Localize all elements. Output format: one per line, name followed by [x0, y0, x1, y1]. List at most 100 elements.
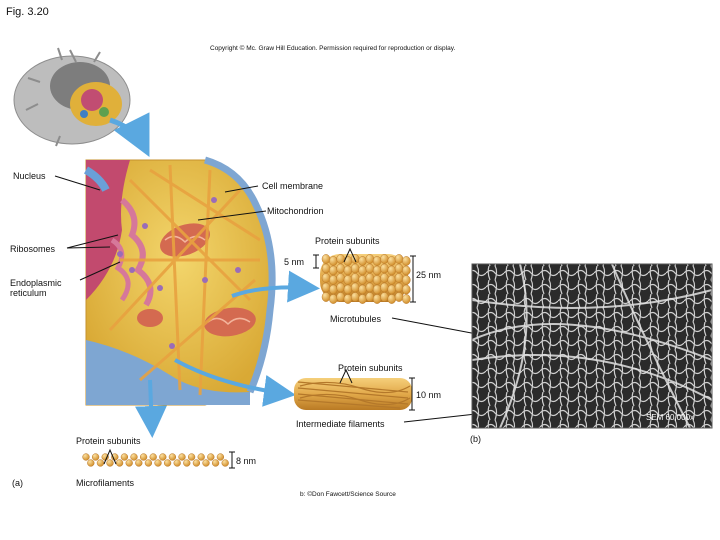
tubulin-subunit: [402, 275, 411, 285]
tubulin-subunit: [380, 282, 389, 293]
actin-subunit: [82, 453, 90, 461]
actin-subunit: [144, 459, 153, 467]
tubulin-subunit: [350, 282, 360, 293]
tubulin-subunit: [343, 284, 353, 295]
figure-label: Fig. 3.20: [6, 6, 49, 18]
actin-subunit: [178, 453, 186, 461]
actin-subunit: [115, 459, 124, 467]
tubulin-subunit: [380, 273, 389, 283]
label-nucleus: Nucleus: [13, 171, 46, 181]
actin-subunit: [87, 459, 95, 467]
dimension-marks-microtubule: [313, 247, 416, 303]
label-microtubule-diameter: 25 nm: [416, 270, 442, 280]
tubulin-subunit: [365, 254, 375, 264]
actin-subunit: [96, 459, 105, 467]
actin-subunit: [163, 459, 172, 467]
actin-subunit: [211, 459, 220, 467]
tubulin-subunit: [387, 256, 396, 266]
tubulin-subunit: [365, 263, 375, 274]
tubulin-subunit: [336, 263, 345, 274]
tubulin-subunit: [350, 254, 360, 264]
tubulin-subunit: [329, 275, 338, 285]
tubulin-subunit: [321, 263, 331, 274]
label-microtubules: Microtubules: [330, 314, 382, 324]
tubulin-subunit: [372, 275, 382, 285]
tubulin-subunit: [329, 265, 338, 276]
tubulin-subunit: [321, 282, 331, 293]
tubulin-subunit: [343, 265, 353, 276]
actin-subunit: [135, 459, 143, 467]
actin-subunit: [139, 453, 148, 461]
tubulin-subunit: [350, 263, 360, 274]
microfilament-model: [82, 379, 235, 469]
tubulin-subunit: [321, 254, 331, 264]
tubulin-subunit: [402, 256, 411, 266]
tubulin-subunit: [380, 254, 389, 264]
cell-cutaway: [83, 156, 276, 406]
tubulin-subunit: [372, 256, 382, 266]
tubulin-subunit: [402, 265, 411, 276]
tubulin-subunit: [387, 265, 396, 276]
label-endoplasmic-reticulum: Endoplasmic reticulum: [10, 278, 62, 298]
tubulin-subunit: [358, 284, 367, 295]
actin-subunit: [187, 453, 196, 461]
tubulin-subunit: [387, 294, 396, 304]
label-protein-subunits-microfilament: Protein subunits: [76, 436, 141, 446]
tubulin-subunit: [387, 275, 396, 285]
tubulin-subunit: [358, 294, 367, 304]
tubulin-subunit: [402, 294, 411, 304]
actin-subunit: [192, 459, 201, 467]
actin-subunit: [106, 459, 114, 467]
tubulin-subunit: [343, 294, 353, 304]
tubulin-subunit: [372, 265, 382, 276]
tubulin-subunit: [394, 282, 404, 293]
actin-subunit: [202, 459, 210, 467]
tubulin-subunit: [358, 275, 367, 285]
actin-subunit: [216, 453, 225, 461]
actin-subunit: [125, 459, 133, 467]
tubulin-subunit: [329, 284, 338, 295]
image-credit: b: ©Don Fawcett/Science Source: [300, 491, 396, 498]
tubulin-subunit: [336, 273, 345, 283]
tubulin-subunit: [402, 284, 411, 295]
label-intermediate-diameter: 10 nm: [416, 390, 442, 400]
label-panel-a: (a): [12, 478, 23, 488]
tubulin-subunit: [321, 292, 331, 302]
tubulin-subunit: [365, 273, 375, 283]
tubulin-subunit: [394, 254, 404, 264]
tubulin-subunit: [365, 292, 375, 302]
actin-subunit: [168, 453, 177, 461]
actin-subunit: [221, 459, 229, 467]
tubulin-subunit: [336, 254, 345, 264]
label-mitochondrion: Mitochondrion: [267, 206, 324, 216]
zoom-arrow: [109, 112, 150, 157]
tubulin-subunit: [350, 273, 360, 283]
actin-subunit: [183, 459, 191, 467]
actin-subunit: [120, 453, 129, 461]
cell-thumbnail: [13, 47, 131, 147]
tubulin-subunit: [350, 292, 360, 302]
tubulin-subunit: [358, 265, 367, 276]
tubulin-subunit: [394, 292, 404, 302]
label-intermediate-filaments: Intermediate filaments: [296, 419, 385, 429]
tubulin-subunit: [394, 273, 404, 283]
tubulin-subunit: [343, 256, 353, 266]
label-microtubule-subunit-size: 5 nm: [284, 257, 305, 267]
tubulin-subunit: [329, 256, 338, 266]
tubulin-subunit: [343, 275, 353, 285]
tubulin-subunit: [336, 292, 345, 302]
label-ribosomes: Ribosomes: [10, 244, 56, 254]
sem-micrograph: [471, 263, 713, 429]
tubulin-subunit: [321, 273, 331, 283]
actin-subunit: [159, 453, 167, 461]
tubulin-subunit: [358, 256, 367, 266]
tubulin-subunit: [372, 284, 382, 295]
label-sem-magnification: SEM 60,000x: [646, 413, 695, 422]
actin-subunit: [207, 453, 215, 461]
label-protein-subunits-microtubule: Protein subunits: [315, 236, 380, 246]
actin-subunit: [197, 453, 205, 461]
actin-subunit: [173, 459, 181, 467]
label-panel-b: (b): [470, 434, 481, 444]
label-cell-membrane: Cell membrane: [262, 181, 324, 191]
